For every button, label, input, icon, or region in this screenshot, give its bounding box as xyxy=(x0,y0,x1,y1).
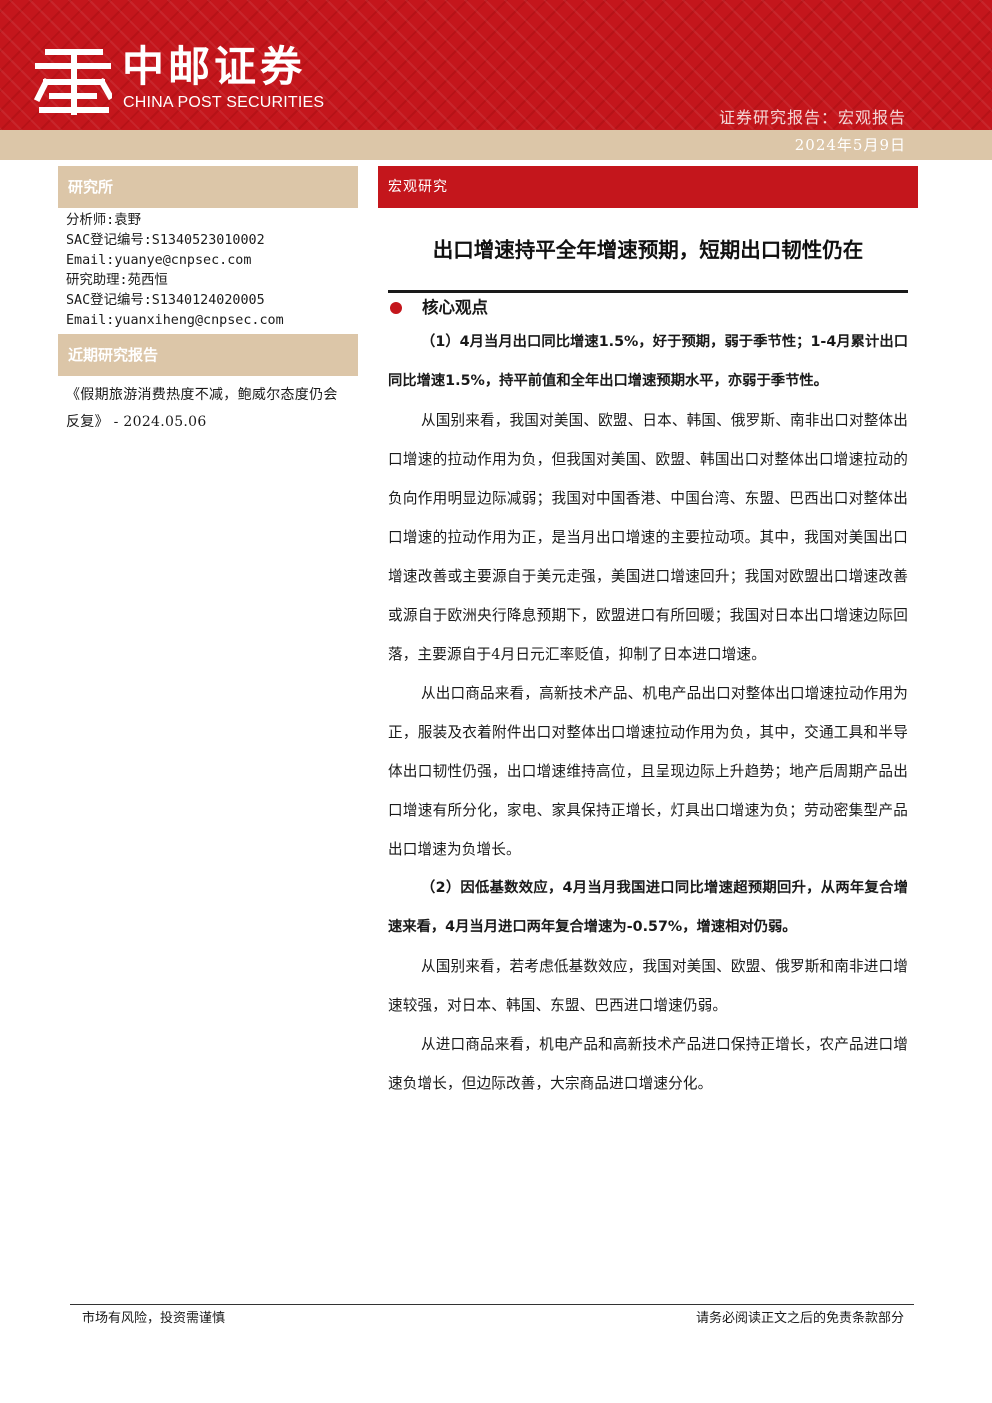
key-point-1: （1）4月当月出口同比增速1.5%，好于预期，弱于季节性；1-4月累计出口同比增… xyxy=(388,334,908,389)
report-title: 出口增速持平全年增速预期，短期出口韧性仍在 xyxy=(432,238,864,262)
china-post-logo-icon xyxy=(34,49,112,115)
footer-risk-note: 市场有风险，投资需谨慎 xyxy=(82,1311,226,1326)
analyst-info: 分析师:袁野 SAC登记编号:S1340523010002 Email:yuan… xyxy=(58,208,358,334)
analyst-line: SAC登记编号:S1340523010002 xyxy=(66,233,265,248)
recent-reports-heading: 近期研究报告 xyxy=(58,334,358,376)
brand-name-cn: 中邮证券 xyxy=(122,42,307,91)
header-banner: 中邮证券 CHINA POST SECURITIES 证券研究报告：宏观报告 xyxy=(0,0,992,130)
core-label: 核心观点 xyxy=(422,298,488,317)
analyst-email: Email:yuanye@cnpsec.com xyxy=(66,253,252,268)
footer-disclaimer-note: 请务必阅读正文之后的免责条款部分 xyxy=(695,1311,904,1326)
report-date: 2024年5月9日 xyxy=(794,136,906,154)
core-heading: 核心观点 xyxy=(378,295,918,323)
analyst-line: SAC登记编号:S1340124020005 xyxy=(66,293,265,308)
analyst-email: Email:yuanxiheng@cnpsec.com xyxy=(66,313,284,328)
body-paragraph: 从进口商品来看，机电产品和高新技术产品进口保持正增长，农产品进口增速负增长，但边… xyxy=(388,1036,908,1092)
key-point-2: （2）因低基数效应，4月当月我国进口同比增速超预期回升，从两年复合增速来看，4月… xyxy=(388,880,908,935)
body-paragraph: 从国别来看，若考虑低基数效应，我国对美国、欧盟、俄罗斯和南非进口增速较强，对日本… xyxy=(388,958,908,1014)
body-paragraph: 从国别来看，我国对美国、欧盟、日本、韩国、俄罗斯、南非出口对整体出口增速的拉动作… xyxy=(388,412,908,663)
brand-name-en: CHINA POST SECURITIES xyxy=(123,94,325,111)
date-band: 2024年5月9日 xyxy=(0,130,992,160)
recent-report-link[interactable]: 《假期旅游消费热度不减，鲍威尔态度仍会反复》 - 2024.05.06 xyxy=(66,387,338,430)
institute-heading: 研究所 xyxy=(58,166,358,208)
body-paragraph: 从出口商品来看，高新技术产品、机电产品出口对整体出口增速拉动作用为正，服装及衣着… xyxy=(388,685,908,858)
title-divider xyxy=(388,290,908,293)
bullet-dot-icon xyxy=(390,302,402,314)
analyst-line: 分析师:袁野 xyxy=(66,213,142,228)
sidebar: 研究所 分析师:袁野 SAC登记编号:S1340523010002 Email:… xyxy=(58,166,358,436)
analyst-line: 研究助理:苑西恒 xyxy=(66,273,168,288)
report-type: 证券研究报告：宏观报告 xyxy=(718,108,906,127)
report-body: （1）4月当月出口同比增速1.5%，好于预期，弱于季节性；1-4月累计出口同比增… xyxy=(378,323,918,1103)
section-label: 宏观研究 xyxy=(378,166,918,208)
main-content: 宏观研究 出口增速持平全年增速预期，短期出口韧性仍在 核心观点 （1）4月当月出… xyxy=(378,166,918,1103)
footer-divider xyxy=(70,1304,914,1305)
